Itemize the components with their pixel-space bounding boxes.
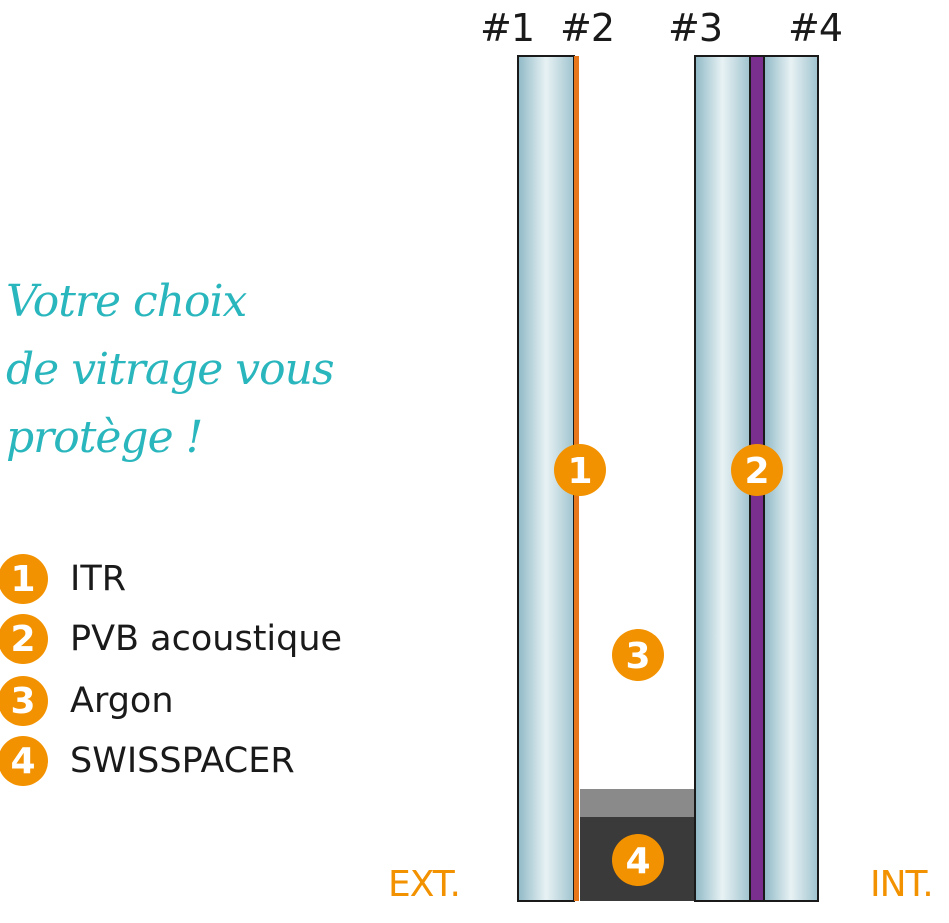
surface-label-3: #3 [668, 6, 723, 50]
legend-badge: 2 [0, 614, 48, 664]
legend-label: PVB acoustique [70, 619, 343, 659]
spacer-top [580, 789, 694, 817]
legend-label: ITR [70, 559, 127, 599]
legend-item-pvb: 2 PVB acoustique [0, 613, 342, 665]
legend-label: Argon [70, 681, 174, 721]
legend-badge: 4 [0, 736, 48, 786]
marker-spacer-number: 4 [625, 841, 650, 882]
marker-argon-number: 3 [625, 636, 650, 677]
surface-label-4: #4 [788, 6, 843, 50]
legend-item-argon: 3 Argon [0, 675, 174, 727]
headline-line-1: Votre choix [6, 276, 247, 327]
surface-label-1: #1 [480, 6, 535, 50]
interior-label: INT. [870, 864, 934, 905]
legend-badge: 1 [0, 554, 48, 604]
exterior-label: EXT. [388, 864, 461, 905]
legend-item-spacer: 4 SWISSPACER [0, 735, 295, 787]
headline: Votre choix de vitrage vous protège ! [6, 268, 386, 472]
marker-itr: 1 [554, 444, 606, 496]
marker-itr-number: 1 [567, 451, 592, 492]
marker-pvb-number: 2 [744, 451, 769, 492]
headline-line-3: protège ! [6, 412, 203, 463]
headline-line-2: de vitrage vous [6, 344, 335, 395]
marker-spacer: 4 [612, 834, 664, 886]
legend-badge: 3 [0, 676, 48, 726]
marker-argon: 3 [612, 629, 664, 681]
marker-pvb: 2 [731, 444, 783, 496]
surface-label-2: #2 [560, 6, 615, 50]
legend-item-itr: 1 ITR [0, 553, 126, 605]
legend-label: SWISSPACER [70, 741, 295, 781]
